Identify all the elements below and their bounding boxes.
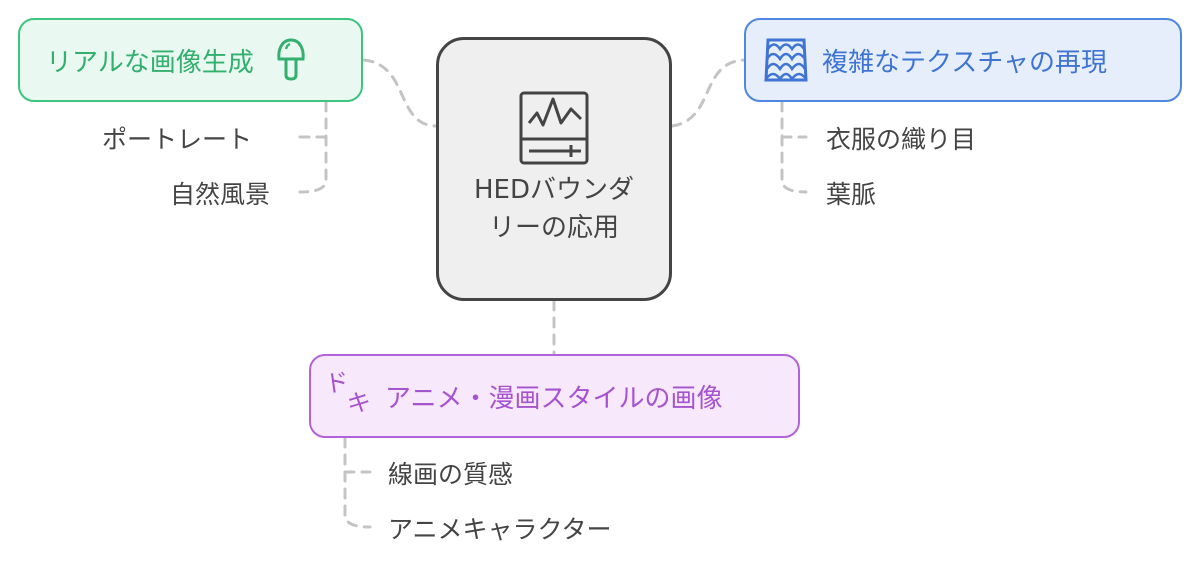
- branch-label: リアルな画像生成: [46, 47, 254, 78]
- connector-center-blue: [670, 58, 746, 128]
- center-node[interactable]: HEDバウンダリーの応用: [436, 37, 672, 301]
- leaf-cloth-weave: 衣服の織り目: [826, 125, 977, 154]
- doki-glyph-ki: キ: [345, 387, 373, 419]
- fish-scale-texture-icon: [764, 37, 808, 83]
- branch-realistic-image[interactable]: リアルな画像生成: [18, 18, 363, 102]
- doki-manga-sfx-icon: ド キ: [323, 367, 373, 421]
- leaf-natural-scenery: 自然風景: [170, 180, 271, 209]
- branch-label: 複雑なテクスチャの再現: [822, 47, 1107, 78]
- branch-complex-texture[interactable]: 複雑なテクスチャの再現: [744, 18, 1182, 102]
- leaf-anime-character: アニメキャラクター: [388, 515, 612, 544]
- waveform-monitor-icon: [519, 91, 589, 165]
- leaf-portrait: ポートレート: [102, 125, 253, 154]
- connector-center-green: [362, 58, 438, 128]
- leaf-lineart-texture: 線画の質感: [388, 460, 514, 489]
- leaf-leaf-veins: 葉脈: [826, 180, 877, 209]
- center-title: HEDバウンダリーの応用: [474, 175, 634, 243]
- branch-anime-manga-image[interactable]: ド キ アニメ・漫画スタイルの画像: [309, 354, 800, 438]
- connector-purple-children: [343, 436, 372, 529]
- connector-blue-children: [780, 100, 808, 194]
- mushroom-icon: [276, 37, 306, 83]
- branch-label: アニメ・漫画スタイルの画像: [385, 383, 723, 414]
- connector-green-portrait: [298, 100, 328, 194]
